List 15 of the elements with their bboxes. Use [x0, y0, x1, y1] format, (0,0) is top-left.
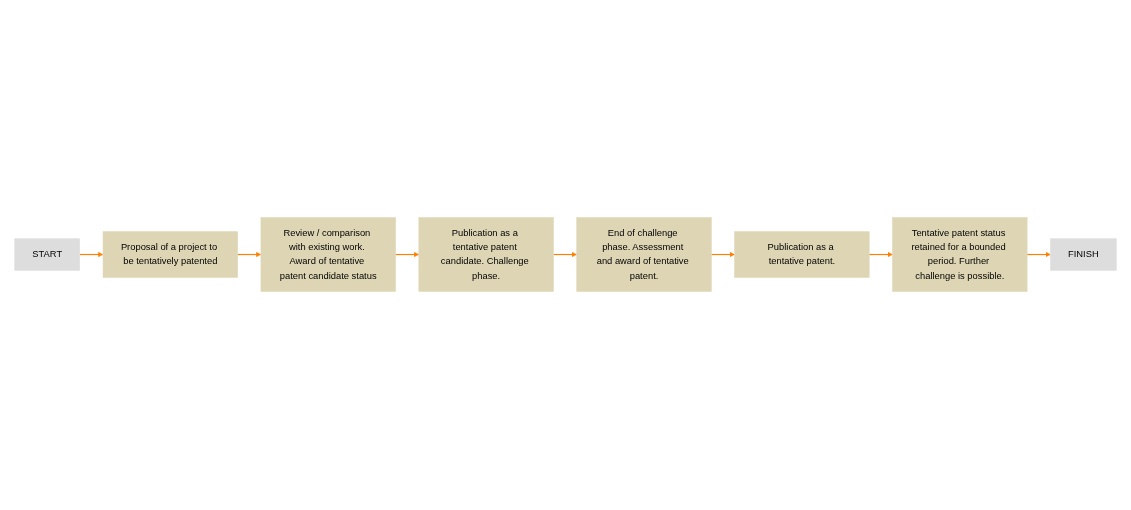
- node-box: START: [14, 238, 80, 272]
- node-box: Review / comparison with existing work. Award of tentative patent candidate status: [260, 217, 396, 293]
- arrow: [236, 252, 262, 258]
- arrow: [1026, 252, 1051, 258]
- arrow: [868, 252, 893, 258]
- arrow: [710, 252, 735, 258]
- node-box: Proposal of a project to be tentatively patented: [102, 231, 238, 279]
- node-box: Publication as a tentative patent candidate. Challenge phase.: [418, 217, 554, 293]
- node-box: Tentative patent status retained for a bounded period. Further challenge is possible.: [892, 217, 1028, 293]
- node-box: End of challenge phase. Assessment and award of tentative patent.: [576, 217, 712, 293]
- arrow: [552, 252, 577, 258]
- arrow: [79, 252, 104, 258]
- node-box: FINISH: [1050, 238, 1117, 272]
- node-box: Publication as a tentative patent.: [734, 231, 870, 279]
- arrow: [394, 252, 420, 258]
